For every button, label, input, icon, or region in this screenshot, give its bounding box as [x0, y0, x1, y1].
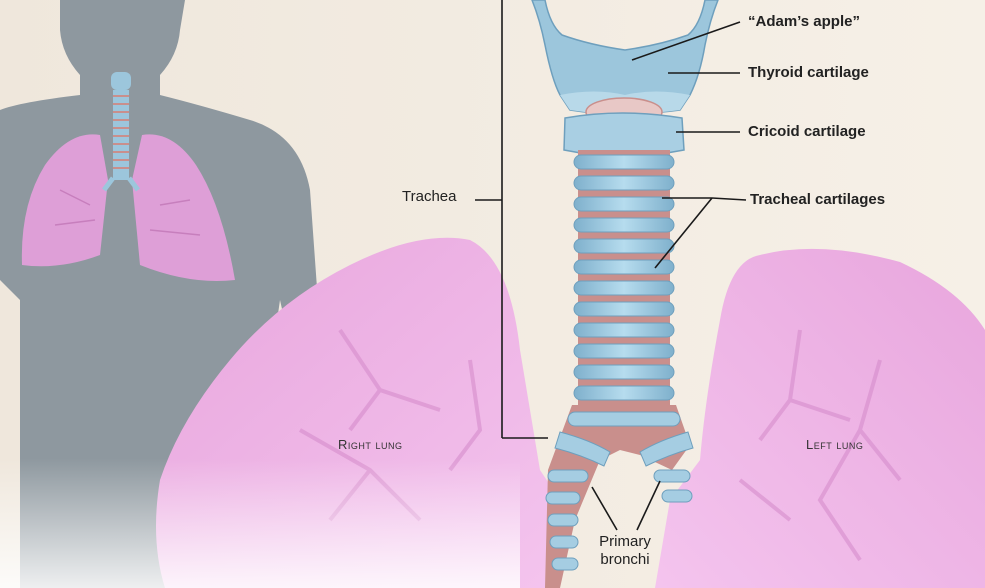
primary-bronchi-label: Primary bronchi: [590, 533, 660, 569]
right-lung-label: Right lung: [338, 436, 403, 454]
left-lung-label: Left lung: [806, 436, 863, 454]
trachea-label: Trachea: [402, 188, 456, 206]
fade-overlay: [0, 300, 520, 588]
primary-bronchi-label-line2: bronchi: [590, 551, 660, 569]
primary-bronchi-label-line1: Primary: [590, 533, 660, 551]
trachea: [574, 150, 674, 410]
tracheal-cartilages-label: Tracheal cartilages: [750, 191, 885, 209]
thyroid-cartilage-label: Thyroid cartilage: [748, 64, 869, 82]
adams-apple-label: “Adam’s apple”: [748, 13, 860, 31]
cricoid-cartilage-label: Cricoid cartilage: [748, 123, 866, 141]
